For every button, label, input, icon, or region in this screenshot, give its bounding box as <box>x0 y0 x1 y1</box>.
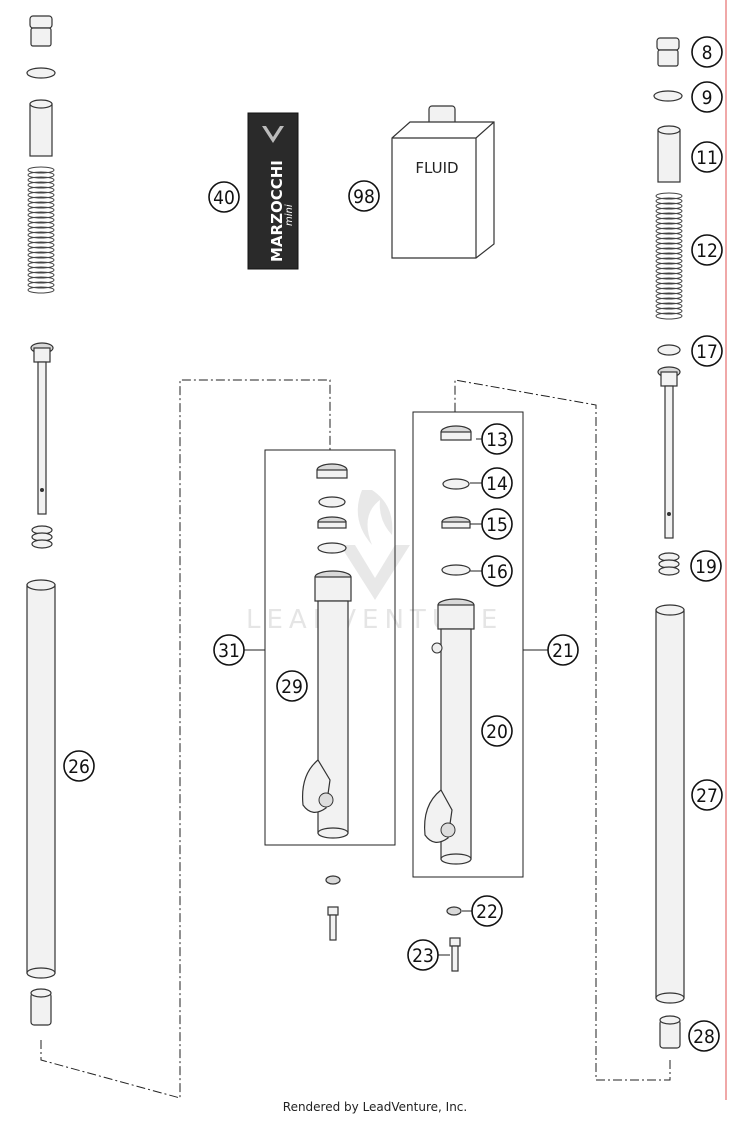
fluid-label: FLUID <box>415 159 458 177</box>
right-spring-clip <box>657 344 681 356</box>
callout-29: 29 <box>276 670 308 702</box>
callout-label: 11 <box>696 147 718 169</box>
right-damper-rod <box>657 366 681 539</box>
left-washer <box>325 875 341 885</box>
right-fork-spring <box>655 192 683 320</box>
callout-13: 13 <box>481 423 513 455</box>
callout-label: 27 <box>696 785 718 807</box>
callout-28: 28 <box>688 1020 720 1052</box>
callout-17: 17 <box>691 335 723 367</box>
callout-label: 26 <box>68 756 90 778</box>
marzocchi-decal: MARZOCCHI mini <box>247 112 299 270</box>
callout-9: 9 <box>691 81 723 113</box>
callout-label: 98 <box>353 186 375 208</box>
fork-fluid-bottle: FLUID <box>391 105 495 259</box>
decal-brand: MARZOCCHI <box>268 160 286 262</box>
left-outer-tube <box>301 570 352 839</box>
callout-20: 20 <box>481 715 513 747</box>
callout-label: 22 <box>476 901 498 923</box>
left-small-spring <box>31 525 53 549</box>
right-fork-cap <box>656 37 680 67</box>
right-bolt <box>449 937 461 972</box>
right-assembly-box <box>412 411 524 878</box>
callout-23: 23 <box>407 939 439 971</box>
callout-98: 98 <box>348 180 380 212</box>
callout-label: 13 <box>486 429 508 451</box>
callout-label: 40 <box>213 187 235 209</box>
callout-label: 21 <box>552 640 574 662</box>
callout-19: 19 <box>690 550 722 582</box>
left-inner-tube <box>26 579 56 979</box>
callout-31: 31 <box>213 634 245 666</box>
callout-21: 21 <box>547 634 579 666</box>
left-spacer-tube <box>29 99 53 157</box>
left-assembly-box <box>264 449 396 846</box>
callout-label: 20 <box>486 721 508 743</box>
callout-label: 15 <box>486 514 508 536</box>
right-assembly-line <box>454 379 671 1081</box>
callout-label: 29 <box>281 676 303 698</box>
callout-22: 22 <box>471 895 503 927</box>
callout-27: 27 <box>691 779 723 811</box>
callout-label: 31 <box>218 640 240 662</box>
left-assembly-line <box>40 379 331 1099</box>
callout-label: 9 <box>702 87 713 109</box>
right-outer-tube <box>423 598 475 865</box>
left-fork-spring <box>27 166 55 294</box>
callout-label: 16 <box>486 561 508 583</box>
left-o-ring <box>26 67 56 79</box>
callout-12: 12 <box>691 234 723 266</box>
callout-26: 26 <box>63 750 95 782</box>
right-bottom-bushing <box>659 1015 681 1049</box>
callout-label: 8 <box>702 42 713 64</box>
decal-sub: mini <box>284 204 295 226</box>
right-seal-stack <box>440 425 472 576</box>
left-fork-cap <box>29 15 53 47</box>
callout-label: 28 <box>693 1026 715 1048</box>
right-washer <box>446 906 462 916</box>
callout-label: 23 <box>412 945 434 967</box>
callout-15: 15 <box>481 508 513 540</box>
callout-label: 19 <box>695 556 717 578</box>
left-seal-stack <box>316 463 348 554</box>
left-damper-rod <box>30 342 54 515</box>
callout-40: 40 <box>208 181 240 213</box>
callout-11: 11 <box>691 141 723 173</box>
callout-8: 8 <box>691 36 723 68</box>
callout-16: 16 <box>481 555 513 587</box>
right-spacer-tube <box>657 125 681 183</box>
callout-label: 14 <box>486 473 508 495</box>
right-small-spring <box>658 552 680 576</box>
left-bottom-bushing <box>30 988 52 1026</box>
callout-group: 8 9 11 12 13 14 15 16 17 19 20 21 22 23 26 27 28 29 31 40 98 <box>63 36 723 1052</box>
right-inner-tube <box>655 604 685 1004</box>
left-bolt <box>327 906 339 941</box>
footer-credit: Rendered by LeadVenture, Inc. <box>282 1100 468 1114</box>
callout-label: 12 <box>696 240 718 262</box>
callout-label: 17 <box>696 341 718 363</box>
callout-14: 14 <box>481 467 513 499</box>
right-o-ring <box>653 90 683 102</box>
